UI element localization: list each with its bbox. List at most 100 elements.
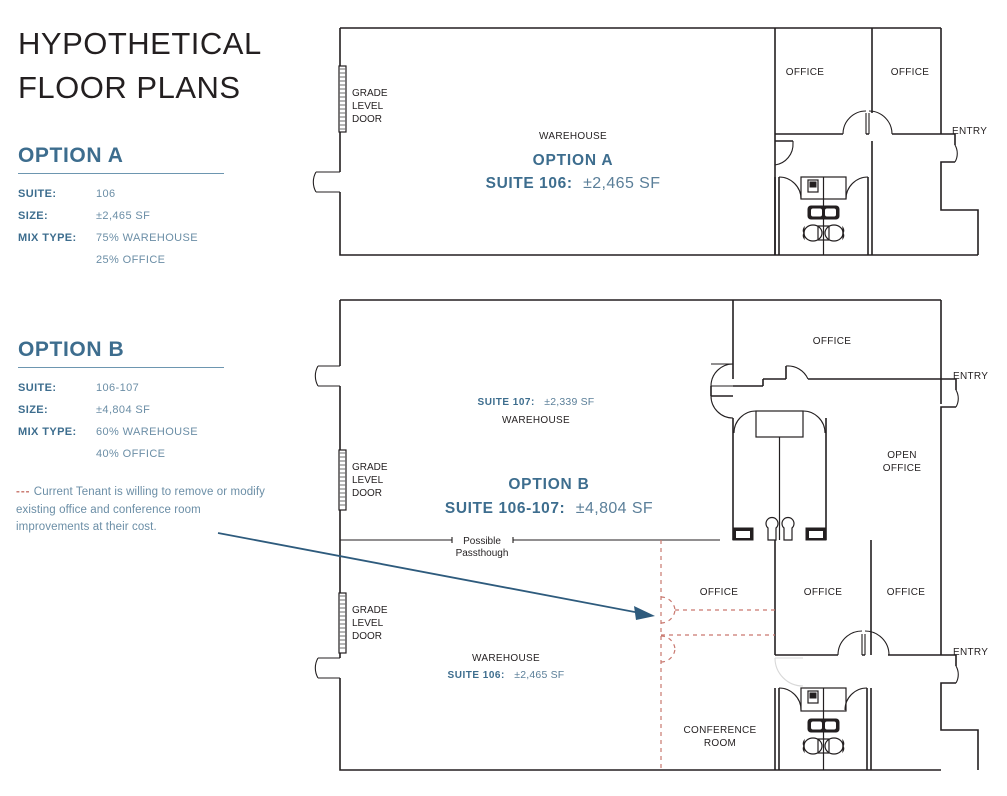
plan-b-grade-door-bottom-label-3: DOOR — [352, 631, 382, 642]
page-title: HYPOTHETICAL FLOOR PLANS — [18, 22, 308, 110]
spec-key: SIZE: — [18, 210, 49, 222]
plan-a-office-2-label: OFFICE — [891, 67, 929, 78]
spec-row: SUITE: 106-107 — [18, 377, 228, 399]
spec-value: 106-107 — [96, 382, 140, 394]
plan-a-restroom-walls — [774, 140, 873, 255]
plan-b-lower-office-2-label: OFFICE — [804, 587, 842, 598]
spec-row: SUITE: 106 — [18, 183, 228, 205]
plan-a-entry-label: ENTRY — [952, 126, 987, 137]
info-column: HYPOTHETICAL FLOOR PLANS OPTION A SUITE:… — [0, 0, 320, 796]
plan-a-suite-value: ±2,465 SF — [583, 175, 660, 192]
plan-b-lower-door-swing-2 — [864, 630, 890, 656]
plan-b-grade-door-top-label-2: LEVEL — [352, 475, 384, 486]
plan-b-conference-label-1: CONFERENCE — [683, 725, 756, 736]
plan-b-left-wall — [339, 300, 941, 771]
plan-b-upper-corridor-wall — [733, 366, 941, 387]
plan-b-passthrough-label-2: Passthough — [456, 548, 509, 559]
red-dash-marker: --- — [16, 486, 31, 498]
plan-a-restroom-corridor-swing — [774, 142, 794, 166]
plan-b-upper-corridor-left — [710, 386, 733, 397]
plan-a-grade-door-label-1: GRADE — [352, 88, 388, 99]
plan-b-upper-entry-vestibule — [940, 378, 957, 540]
tenant-note: --- Current Tenant is willing to remove … — [16, 484, 268, 537]
spec-row: SIZE: ±4,804 SF — [18, 399, 228, 421]
plan-b-upper-office-swing-left — [710, 363, 734, 387]
spec-row: MIX TYPE: 75% WAREHOUSE 25% OFFICE — [18, 227, 228, 271]
plan-b-ghost-door-swing — [774, 657, 804, 687]
plan-b-upper-left-jamb — [711, 363, 733, 387]
plan-a-accessory-icon-fill — [809, 181, 817, 188]
plan-b-lower-entry-vestibule — [940, 654, 979, 770]
plan-b-upper-office-label: OFFICE — [813, 336, 851, 347]
plan-b-lower-toilet-fixtures — [802, 737, 845, 755]
plan-b-suite-line: SUITE 106-107: ±4,804 SF — [445, 500, 653, 517]
plan-a-toilet-fixtures — [802, 224, 845, 242]
plan-b-conference-label-2: ROOM — [704, 738, 736, 749]
spec-key: MIX TYPE: — [18, 232, 77, 244]
plan-b-removable-door-swing-mid — [660, 608, 676, 624]
plan-a-entry-vestibule — [940, 133, 979, 255]
spec-value: 75% WAREHOUSE 25% OFFICE — [96, 232, 198, 266]
spec-value: ±4,804 SF — [96, 404, 151, 416]
plan-b-grade-level-door-icon-top — [338, 449, 347, 511]
plan-b-passthrough-ticks — [451, 537, 514, 543]
plan-b-suite106-bold: SUITE 106: — [448, 670, 505, 681]
spec-key: MIX TYPE: — [18, 426, 77, 438]
option-b-divider — [18, 367, 224, 368]
plan-b-left-door-swing-top — [314, 365, 319, 387]
plan-b-lower-entry-swing — [955, 665, 959, 684]
plan-b-left-door-swing-bottom — [314, 657, 319, 679]
plan-b-suite107-bold: SUITE 107: — [478, 397, 535, 408]
page-title-line1: HYPOTHETICAL — [18, 26, 262, 61]
spec-row: MIX TYPE: 60% WAREHOUSE 40% OFFICE — [18, 421, 228, 465]
plan-b-lower-door-swing-1 — [837, 630, 863, 656]
plan-b-lower-accessory-icon — [807, 690, 819, 704]
plan-a-grade-level-door-icon — [338, 65, 347, 133]
plan-b-suite107-line: SUITE 107: ±2,339 SF — [478, 392, 595, 409]
plan-a-grade-door-label-2: LEVEL — [352, 101, 384, 112]
plan-b-suite-value: ±4,804 SF — [576, 500, 653, 517]
option-a-spec-block: OPTION A SUITE: 106 SIZE: ±2,465 SF MIX … — [18, 144, 228, 271]
spec-key: SUITE: — [18, 188, 57, 200]
plan-b-suite-bold: SUITE 106-107: — [445, 500, 565, 517]
plan-b-upper-restroom-fixtures — [732, 517, 827, 541]
spec-value: 106 — [96, 188, 116, 200]
plan-b-upper-corridor-swing — [710, 395, 734, 419]
plan-b-warehouse-bottom-label: WAREHOUSE — [472, 653, 540, 664]
callout-arrow-line — [217, 532, 641, 614]
plan-a-option-label: OPTION A — [533, 152, 614, 169]
plan-b-lower-office-3-label: OFFICE — [887, 587, 925, 598]
plan-b-upper-restroom-swing-right — [802, 410, 826, 434]
plan-a-suite-bold: SUITE 106: — [486, 175, 573, 192]
plan-a-office-door-swing-1 — [842, 110, 867, 135]
option-b-spec-block: OPTION B SUITE: 106-107 SIZE: ±4,804 SF … — [18, 338, 228, 465]
plan-b-option-label: OPTION B — [508, 476, 589, 493]
plan-a-accessory-icon — [807, 179, 819, 193]
spec-key: SIZE: — [18, 404, 49, 416]
plan-b-upper-office-door-swing — [785, 365, 809, 380]
plan-option-a: GRADE LEVEL DOOR OFFICE OFFICE ENTRY — [312, 27, 987, 256]
plan-b-upper-entry-label: ENTRY — [953, 371, 988, 382]
plan-b-lower-accessory-icon-fill — [809, 692, 817, 699]
plan-b-open-office-label-1: OPEN — [887, 450, 917, 461]
plan-a-restroom-swing-right — [845, 176, 869, 200]
option-a-heading: OPTION A — [18, 144, 124, 167]
plan-b-upper-restroom-counter — [755, 410, 804, 438]
plan-a-warehouse-label: WAREHOUSE — [539, 131, 607, 142]
tenant-note-text: Current Tenant is willing to remove or m… — [16, 486, 265, 533]
plan-b-warehouse-top-label: WAREHOUSE — [502, 415, 570, 426]
plan-b-suite106-value: ±2,465 SF — [514, 669, 564, 681]
plan-b-lower-restroom-swing-right — [844, 687, 868, 711]
option-b-heading: OPTION B — [18, 338, 125, 361]
plan-a-office-door-swing-2 — [868, 110, 893, 135]
plan-b-suite106-line: SUITE 106: ±2,465 SF — [448, 665, 565, 682]
spec-value: ±2,465 SF — [96, 210, 151, 222]
plan-b-removable-door-swing-lower — [660, 647, 676, 663]
plan-b-grade-door-top-label-1: GRADE — [352, 462, 388, 473]
plan-a-left-door-swing — [312, 171, 317, 193]
plan-b-removable-door-swing-upper — [660, 596, 676, 612]
plan-b-grade-door-bottom-label-2: LEVEL — [352, 618, 384, 629]
plan-b-open-office-label-2: OFFICE — [883, 463, 921, 474]
plan-b-upper-entry-swing — [955, 389, 959, 408]
